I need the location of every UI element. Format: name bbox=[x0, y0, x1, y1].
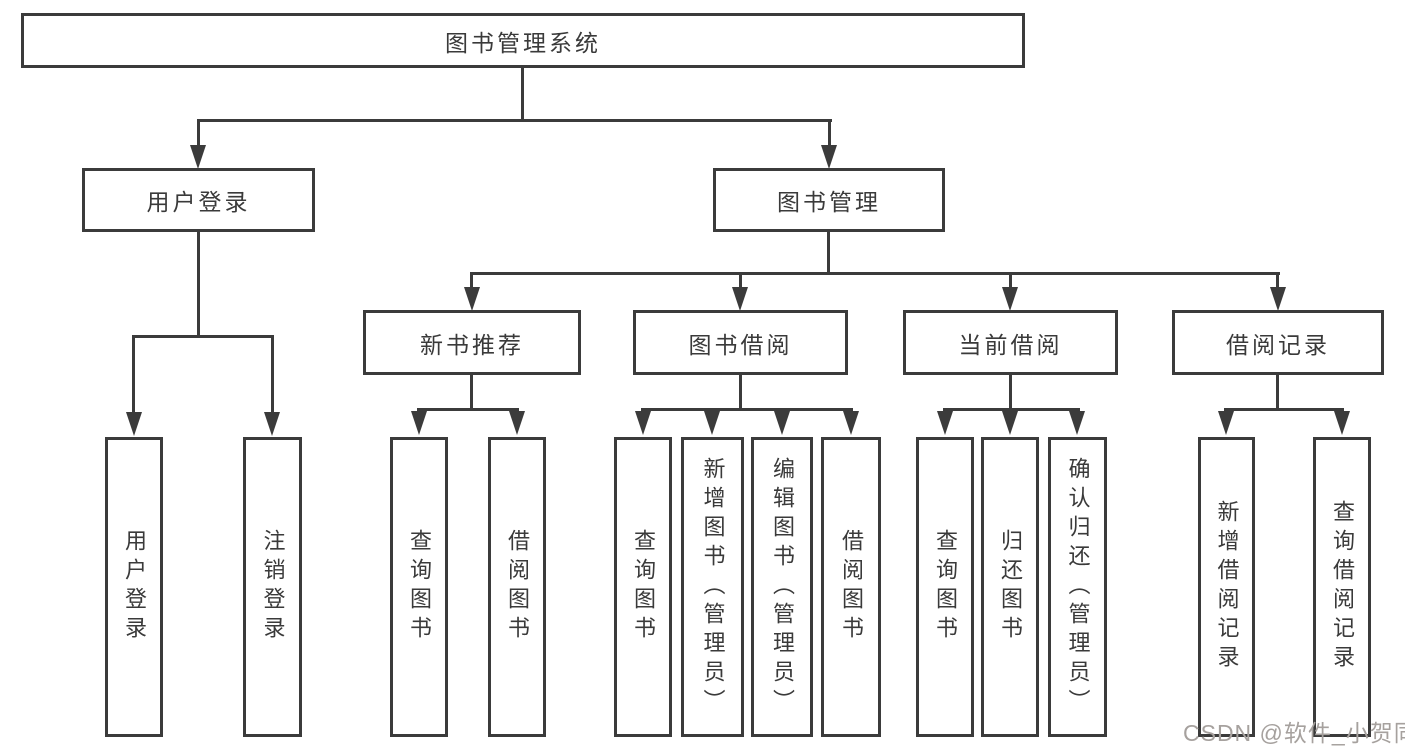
connector-newbook-vline bbox=[470, 375, 473, 411]
leaf-currentborrow-query-book-label: 查询图书 bbox=[933, 529, 958, 645]
connector-newbook-hline bbox=[417, 408, 519, 411]
leaf-add-borrow-record: 新增借阅记录 bbox=[1198, 437, 1255, 737]
leaf-bookborrow-borrow-book: 借阅图书 bbox=[821, 437, 881, 737]
leaf-return-book-label: 归还图书 bbox=[998, 529, 1023, 645]
connector-currentborrow-vline bbox=[1009, 375, 1012, 411]
leaf-user-login: 用户登录 bbox=[105, 437, 163, 737]
connector-bookmgmt-stem2 bbox=[739, 272, 742, 290]
leaf-currentborrow-query-book: 查询图书 bbox=[916, 437, 974, 737]
leaf-edit-book-admin-label: 编辑图书（管理员） bbox=[770, 456, 795, 718]
node-new-book-recommend: 新书推荐 bbox=[363, 310, 581, 375]
node-new-book-recommend-label: 新书推荐 bbox=[420, 331, 524, 358]
connector-currentborrow-hline bbox=[943, 408, 1080, 411]
leaf-logout-label: 注销登录 bbox=[260, 529, 286, 645]
arrow-bookborrow-leaf4 bbox=[843, 411, 859, 435]
arrow-to-borrow-record bbox=[1270, 287, 1286, 311]
node-user-login-label: 用户登录 bbox=[146, 189, 251, 215]
leaf-bookborrow-query-book: 查询图书 bbox=[614, 437, 672, 737]
connector-bookmgmt-stem3 bbox=[1009, 272, 1012, 290]
arrow-to-leaf-user-login bbox=[126, 412, 142, 436]
arrow-borrowrecord-leaf2 bbox=[1334, 411, 1350, 435]
arrow-bookborrow-leaf3 bbox=[774, 411, 790, 435]
node-book-management: 图书管理 bbox=[713, 168, 945, 232]
node-user-login: 用户登录 bbox=[82, 168, 315, 232]
connector-bookmgmt-vline bbox=[827, 232, 830, 275]
connector-userlogin-vline bbox=[197, 232, 200, 338]
leaf-newbook-borrow-book: 借阅图书 bbox=[488, 437, 546, 737]
leaf-bookborrow-borrow-book-label: 借阅图书 bbox=[839, 529, 864, 645]
leaf-query-borrow-record-label: 查询借阅记录 bbox=[1330, 500, 1355, 674]
connector-root-hline bbox=[197, 119, 832, 122]
connector-borrowrecord-hline bbox=[1224, 408, 1344, 411]
arrow-newbook-leaf1 bbox=[411, 411, 427, 435]
connector-userlogin-stem1 bbox=[132, 335, 135, 415]
leaf-user-login-label: 用户登录 bbox=[122, 529, 147, 645]
arrow-newbook-leaf2 bbox=[509, 411, 525, 435]
arrow-to-book-management bbox=[821, 145, 837, 169]
arrow-to-new-book bbox=[464, 287, 480, 311]
leaf-query-borrow-record: 查询借阅记录 bbox=[1313, 437, 1371, 737]
leaf-add-book-admin: 新增图书（管理员） bbox=[681, 437, 744, 737]
arrow-to-book-borrow bbox=[732, 287, 748, 311]
leaf-newbook-query-book: 查询图书 bbox=[390, 437, 448, 737]
node-borrow-record-label: 借阅记录 bbox=[1226, 331, 1330, 358]
connector-borrowrecord-vline bbox=[1276, 375, 1279, 411]
arrow-currentborrow-leaf2 bbox=[1002, 411, 1018, 435]
connector-bookmgmt-hline bbox=[470, 272, 1280, 275]
leaf-newbook-borrow-book-label: 借阅图书 bbox=[505, 529, 530, 645]
leaf-edit-book-admin: 编辑图书（管理员） bbox=[751, 437, 813, 737]
arrow-to-current-borrow bbox=[1002, 287, 1018, 311]
connector-bookborrow-vline bbox=[739, 375, 742, 411]
arrow-borrowrecord-leaf1 bbox=[1218, 411, 1234, 435]
connector-bookborrow-hline bbox=[641, 408, 853, 411]
connector-userlogin-stem2 bbox=[271, 335, 274, 415]
arrow-bookborrow-leaf2 bbox=[704, 411, 720, 435]
node-root-label: 图书管理系统 bbox=[445, 29, 601, 56]
connector-root-vline bbox=[521, 68, 524, 122]
node-borrow-record: 借阅记录 bbox=[1172, 310, 1384, 375]
node-current-borrow-label: 当前借阅 bbox=[958, 331, 1063, 358]
leaf-logout: 注销登录 bbox=[243, 437, 302, 737]
node-book-management-label: 图书管理 bbox=[777, 189, 881, 215]
arrow-to-user-login bbox=[190, 145, 206, 169]
leaf-confirm-return-admin: 确认归还（管理员） bbox=[1048, 437, 1107, 737]
csdn-watermark: CSDN @软件_小贺同学 bbox=[1183, 720, 1405, 746]
arrow-currentborrow-leaf3 bbox=[1069, 411, 1085, 435]
arrow-bookborrow-leaf1 bbox=[635, 411, 651, 435]
node-current-borrow: 当前借阅 bbox=[903, 310, 1118, 375]
connector-bookmgmt-stem1 bbox=[470, 272, 473, 290]
node-book-borrow: 图书借阅 bbox=[633, 310, 848, 375]
leaf-return-book: 归还图书 bbox=[981, 437, 1039, 737]
arrow-to-leaf-logout bbox=[264, 412, 280, 436]
node-book-borrow-label: 图书借阅 bbox=[688, 331, 793, 358]
leaf-confirm-return-admin-label: 确认归还（管理员） bbox=[1065, 456, 1091, 718]
node-root: 图书管理系统 bbox=[21, 13, 1025, 68]
connector-root-stem-left bbox=[197, 119, 200, 149]
leaf-add-borrow-record-label: 新增借阅记录 bbox=[1214, 500, 1240, 674]
arrow-currentborrow-leaf1 bbox=[937, 411, 953, 435]
leaf-add-book-admin-label: 新增图书（管理员） bbox=[700, 456, 726, 718]
connector-bookmgmt-stem4 bbox=[1276, 272, 1279, 290]
connector-root-stem-right bbox=[828, 119, 831, 149]
connector-userlogin-hline bbox=[132, 335, 274, 338]
leaf-bookborrow-query-book-label: 查询图书 bbox=[631, 529, 656, 645]
leaf-newbook-query-book-label: 查询图书 bbox=[407, 529, 432, 645]
